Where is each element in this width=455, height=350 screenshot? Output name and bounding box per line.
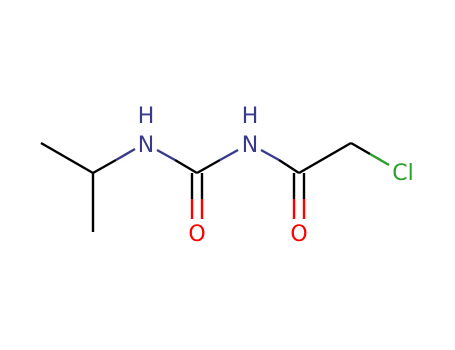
bond-methyl1-ch <box>40 141 94 175</box>
bond-n2-acyl-c-nitrogen-half <box>260 148 280 162</box>
bond-acyl-c-ch2 <box>298 141 352 175</box>
bond-ch2-cl-carbon-half <box>350 141 371 156</box>
n2-hydrogen-label: H <box>242 104 259 129</box>
n2-nitrogen-label: N <box>242 133 258 158</box>
bond-urea-c-n2-nitrogen-half <box>219 148 239 162</box>
bond-n2-acyl-c-carbon-half <box>278 158 300 175</box>
bond-n1-urea-c-carbon-half <box>174 158 198 175</box>
n1-hydrogen-label: H <box>138 104 155 129</box>
bond-ch2-cl-chlorine-half <box>369 152 390 167</box>
chlorine-label: Cl <box>392 161 413 186</box>
bond-urea-c-n2-carbon-half <box>196 158 221 175</box>
acyl-oxygen-label: O <box>290 222 307 247</box>
bond-n1-urea-c-nitrogen-half <box>156 148 176 162</box>
bond-ch-n1-carbon-half <box>92 158 117 175</box>
urea-oxygen-label: O <box>188 222 205 247</box>
bond-ch-n1-nitrogen-half <box>115 147 136 162</box>
n1-nitrogen-label: N <box>138 133 154 158</box>
